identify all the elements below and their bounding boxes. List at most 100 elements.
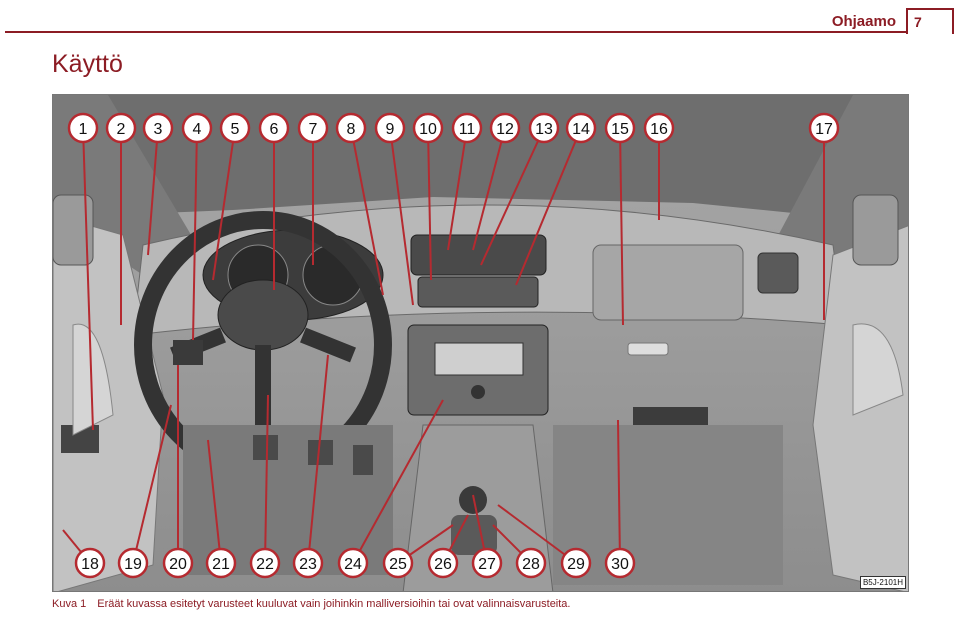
callout-circle [292, 547, 324, 579]
callout-circle [604, 547, 636, 579]
page-number-box [906, 8, 954, 34]
callout-number: 2 [117, 121, 126, 138]
callout-number: 29 [567, 556, 585, 573]
callout-circle [67, 112, 99, 144]
callout-circle [604, 112, 636, 144]
callout-circle [808, 112, 840, 144]
callout-circle [427, 547, 459, 579]
callout-circle [297, 112, 329, 144]
leader-line [207, 439, 222, 564]
callout-number: 23 [299, 556, 317, 573]
steering-hub [217, 279, 309, 351]
callout-circle [471, 547, 503, 579]
callout-circle [489, 112, 521, 144]
callout-number: 17 [815, 121, 833, 138]
callout-number: 9 [386, 121, 395, 138]
callout-number: 13 [535, 121, 553, 138]
callout-number: 1 [79, 121, 88, 138]
leader-line [192, 127, 198, 341]
header-rule [5, 31, 908, 33]
figure-code: B5J-2101H [859, 576, 906, 589]
callout-number: 15 [611, 121, 629, 138]
callout-circle [565, 112, 597, 144]
callout-number: 28 [522, 556, 540, 573]
leader-line [389, 127, 414, 306]
callout-number: 20 [169, 556, 187, 573]
callout-circle [162, 547, 194, 579]
leader-line [350, 127, 384, 296]
callout-number: 8 [347, 121, 356, 138]
right-vent [757, 252, 799, 294]
clutch-pedal [253, 435, 278, 460]
glove-box-handle [627, 342, 669, 356]
windshield [53, 95, 908, 215]
callout-circle [74, 547, 106, 579]
leader-line [147, 127, 159, 256]
gear-knob [459, 486, 487, 514]
callout-number: 5 [231, 121, 240, 138]
callout-number: 26 [434, 556, 452, 573]
storage-compartment [633, 407, 708, 425]
left-stalk [173, 340, 203, 365]
callout-circle [258, 112, 290, 144]
page-number: 7 [914, 14, 922, 30]
callout-circle [181, 112, 213, 144]
leader-line [480, 127, 545, 266]
caption-text: Eräät kuvassa esitetyt varusteet kuuluva… [97, 598, 571, 610]
page-title: Käyttö [52, 50, 123, 78]
callout-circle [451, 112, 483, 144]
callout-number: 22 [256, 556, 274, 573]
glove-box [592, 244, 744, 321]
center-vents [410, 234, 547, 276]
radio-display [434, 342, 524, 376]
leader-line [617, 419, 621, 564]
callout-number: 16 [650, 121, 668, 138]
passenger-floor [553, 425, 783, 585]
leader-line [497, 504, 577, 564]
callout-number: 4 [193, 121, 202, 138]
callout-number: 14 [572, 121, 590, 138]
callout-circle [374, 112, 406, 144]
callout-circle [105, 112, 137, 144]
accelerator-pedal [353, 445, 373, 475]
callout-number: 11 [459, 121, 476, 138]
radio-knob [471, 385, 485, 399]
leader-line [619, 127, 624, 326]
callout-circle [335, 112, 367, 144]
callout-circle [219, 112, 251, 144]
left-mirror [53, 194, 94, 266]
callout-circle [528, 112, 560, 144]
callout-number: 30 [611, 556, 629, 573]
section-title: Ohjaamo [831, 13, 896, 30]
leader-line [352, 399, 444, 564]
callout-circle [643, 112, 675, 144]
leader-line [472, 127, 506, 251]
callout-circle [249, 547, 281, 579]
leader-line [307, 354, 329, 564]
callout-number: 7 [309, 121, 318, 138]
leader-line [212, 127, 236, 281]
callout-number: 24 [344, 556, 362, 573]
callout-circle [142, 112, 174, 144]
right-door-handle [852, 323, 904, 416]
callout-circle [412, 112, 444, 144]
climate-panel [417, 276, 539, 308]
callout-number: 6 [270, 121, 279, 138]
callout-number: 3 [154, 121, 163, 138]
callout-circle [382, 547, 414, 579]
leader-line [515, 127, 582, 286]
callout-number: 18 [81, 556, 99, 573]
callout-circle [515, 547, 547, 579]
leader-line [82, 127, 94, 431]
brake-pedal [308, 440, 333, 465]
leader-line [427, 127, 432, 281]
leader-line [132, 404, 172, 564]
callout-number: 10 [419, 121, 437, 138]
right-mirror [852, 194, 899, 266]
leader-line [264, 394, 269, 564]
callout-circle [205, 547, 237, 579]
